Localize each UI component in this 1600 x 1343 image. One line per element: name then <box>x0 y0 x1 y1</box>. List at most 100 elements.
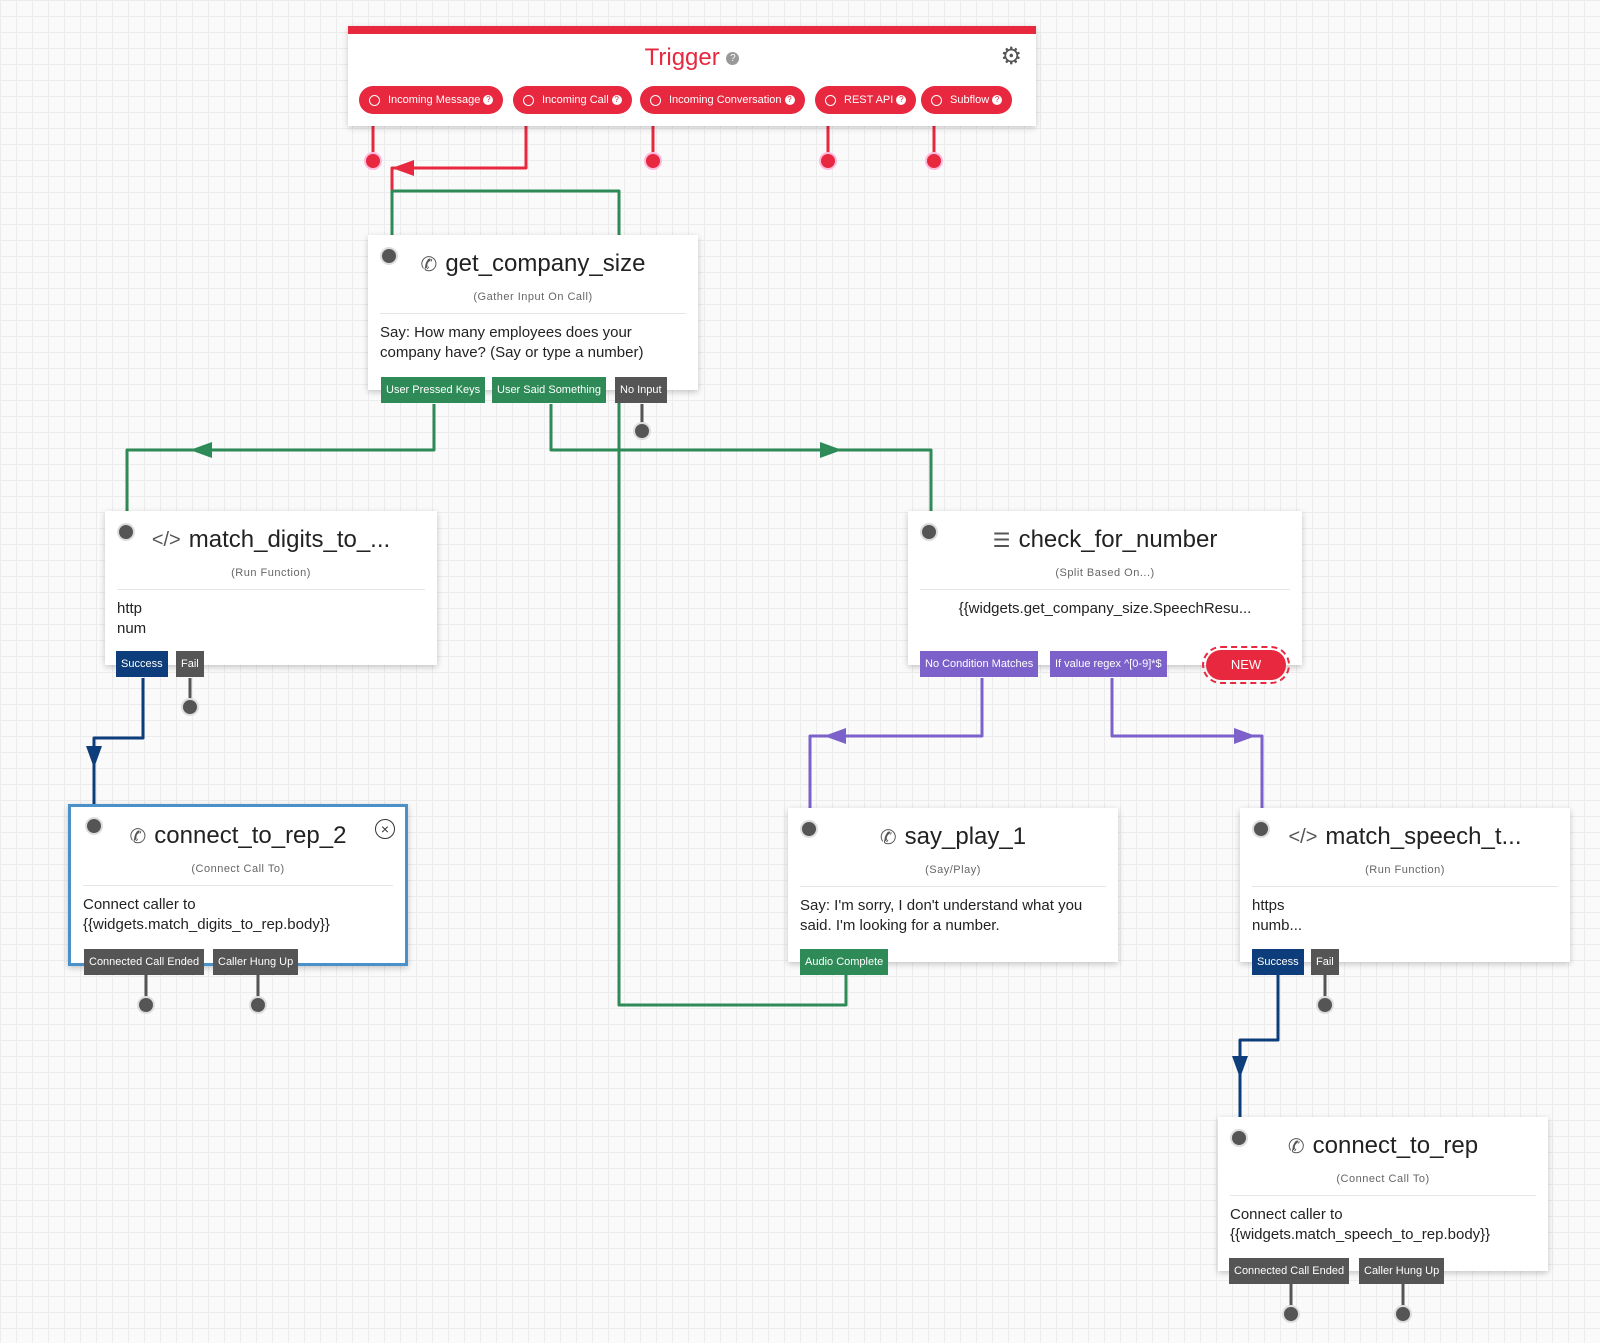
code-icon: </> <box>151 528 181 551</box>
widget-body: {{widgets.get_company_size.SpeechResu... <box>958 600 1252 617</box>
transition-fail[interactable]: Fail <box>1311 949 1339 975</box>
code-icon: </> <box>1288 825 1318 848</box>
widget-type: (Connect Call To) <box>1336 1173 1430 1185</box>
trigger-incoming-conversation[interactable]: Incoming Conversation? <box>640 86 805 114</box>
divider <box>920 589 1290 590</box>
pill-label: REST API <box>844 94 894 106</box>
new-transition-button[interactable]: NEW <box>1202 646 1290 684</box>
widget-header: </> match_speech_t... <box>1240 808 1570 866</box>
output-port[interactable] <box>137 996 155 1014</box>
widget-header: ✆ connect_to_rep_2 <box>71 807 405 865</box>
ring-icon <box>650 94 661 106</box>
trigger-out-dot[interactable] <box>819 152 837 170</box>
widget-body: Connect caller to {{widgets.match_speech… <box>1230 1206 1491 1243</box>
trigger-rest-api[interactable]: REST API? <box>815 86 917 114</box>
transition-connected-call-ended[interactable]: Connected Call Ended <box>84 949 205 975</box>
input-port[interactable] <box>1230 1129 1248 1147</box>
help-icon[interactable]: ? <box>726 52 740 66</box>
widget-type: (Gather Input On Call) <box>473 291 593 303</box>
phone-icon: ✆ <box>879 826 897 849</box>
transition-fail[interactable]: Fail <box>176 651 204 677</box>
phone-icon: ✆ <box>1287 1135 1305 1158</box>
transition-no-condition-matches[interactable]: No Condition Matches <box>920 651 1039 677</box>
input-port[interactable] <box>117 523 135 541</box>
trigger-incoming-call[interactable]: Incoming Call? <box>513 86 632 114</box>
widget-header: </> match_digits_to_... <box>105 511 437 569</box>
transition-audio-complete[interactable]: Audio Complete <box>800 949 889 975</box>
widget-say-play-1[interactable]: ✆ say_play_1 (Say/Play) Say: I'm sorry, … <box>788 808 1118 962</box>
transition-success[interactable]: Success <box>1252 949 1304 975</box>
split-icon: ☰ <box>992 529 1011 552</box>
widget-match-speech[interactable]: </> match_speech_t... (Run Function) htt… <box>1240 808 1570 962</box>
widget-type: (Say/Play) <box>925 864 981 876</box>
arrow-regex <box>1234 728 1256 744</box>
transition-caller-hung-up[interactable]: Caller Hung Up <box>1359 1258 1445 1284</box>
transition-connected-call-ended[interactable]: Connected Call Ended <box>1229 1258 1350 1284</box>
divider <box>83 885 393 886</box>
trigger-title-row: Trigger ? <box>348 44 1036 72</box>
divider <box>800 886 1106 887</box>
trigger-out-dot[interactable] <box>925 152 943 170</box>
transition-regex[interactable]: If value regex ^[0-9]*$ <box>1050 651 1167 677</box>
wire-no-condition <box>808 678 984 808</box>
wire-user-said-something <box>549 404 933 512</box>
widget-title: match_speech_t... <box>1325 823 1522 850</box>
output-port[interactable] <box>1394 1305 1412 1323</box>
transition-success[interactable]: Success <box>116 651 168 677</box>
body-line: https <box>1252 897 1285 914</box>
ring-icon <box>523 94 534 106</box>
widget-header: ✆ connect_to_rep <box>1218 1117 1548 1175</box>
body-line: numb... <box>1252 917 1303 934</box>
trigger-subflow[interactable]: Subflow? <box>921 86 1013 114</box>
divider <box>1252 886 1558 887</box>
trigger-incoming-message[interactable]: Incoming Message? <box>359 86 504 114</box>
widget-connect-to-rep[interactable]: ✆ connect_to_rep (Connect Call To) Conne… <box>1218 1117 1548 1271</box>
output-port[interactable] <box>633 422 651 440</box>
output-port[interactable] <box>181 698 199 716</box>
transition-caller-hung-up[interactable]: Caller Hung Up <box>213 949 299 975</box>
input-port[interactable] <box>85 817 103 835</box>
wire-match-speech-success <box>1238 975 1280 1117</box>
divider <box>1230 1195 1536 1196</box>
ring-icon <box>931 94 942 106</box>
widget-body: http num <box>117 599 425 639</box>
widget-header: ✆ get_company_size <box>368 235 698 293</box>
help-icon: ? <box>896 95 907 106</box>
widget-connect-to-rep-2[interactable]: ✆ connect_to_rep_2 × (Connect Call To) C… <box>68 804 408 966</box>
gears-icon[interactable]: ⚙ <box>1000 43 1022 70</box>
output-port[interactable] <box>1282 1305 1300 1323</box>
trigger-out-dot[interactable] <box>364 152 382 170</box>
widget-title: say_play_1 <box>904 823 1027 850</box>
transition-user-pressed-keys[interactable]: User Pressed Keys <box>381 377 486 403</box>
widget-body: Connect caller to {{widgets.match_digits… <box>83 896 330 933</box>
body-line: num <box>117 620 147 637</box>
trigger-out-dot[interactable] <box>644 152 662 170</box>
help-icon: ? <box>483 95 494 106</box>
widget-type: (Run Function) <box>231 567 311 579</box>
widget-title: match_digits_to_... <box>188 526 391 553</box>
divider <box>380 313 686 314</box>
wire-regex <box>1110 678 1264 808</box>
output-port[interactable] <box>1316 996 1334 1014</box>
widget-body: Say: I'm sorry, I don't understand what … <box>800 897 1083 934</box>
transition-no-input[interactable]: No Input <box>615 377 667 403</box>
widget-title: check_for_number <box>1018 526 1218 553</box>
phone-icon: ✆ <box>420 253 438 276</box>
widget-get-company-size[interactable]: ✆ get_company_size (Gather Input On Call… <box>368 235 698 390</box>
transition-user-said-something[interactable]: User Said Something <box>492 377 606 403</box>
input-port[interactable] <box>920 523 938 541</box>
widget-check-for-number[interactable]: ☰ check_for_number (Split Based On...) {… <box>908 511 1302 665</box>
widget-match-digits[interactable]: </> match_digits_to_... (Run Function) h… <box>105 511 437 665</box>
pill-label: Incoming Conversation <box>669 94 782 106</box>
pill-label: Subflow <box>950 94 990 106</box>
close-icon[interactable]: × <box>375 819 395 839</box>
help-icon: ? <box>784 95 795 106</box>
trigger-title: Trigger <box>644 44 720 71</box>
output-port[interactable] <box>249 996 267 1014</box>
ring-icon <box>825 94 836 106</box>
widget-type: (Run Function) <box>1365 864 1445 876</box>
help-icon: ? <box>992 95 1003 106</box>
input-port[interactable] <box>1252 820 1270 838</box>
widget-type: (Split Based On...) <box>1055 567 1155 579</box>
widget-header: ☰ check_for_number <box>908 511 1302 569</box>
